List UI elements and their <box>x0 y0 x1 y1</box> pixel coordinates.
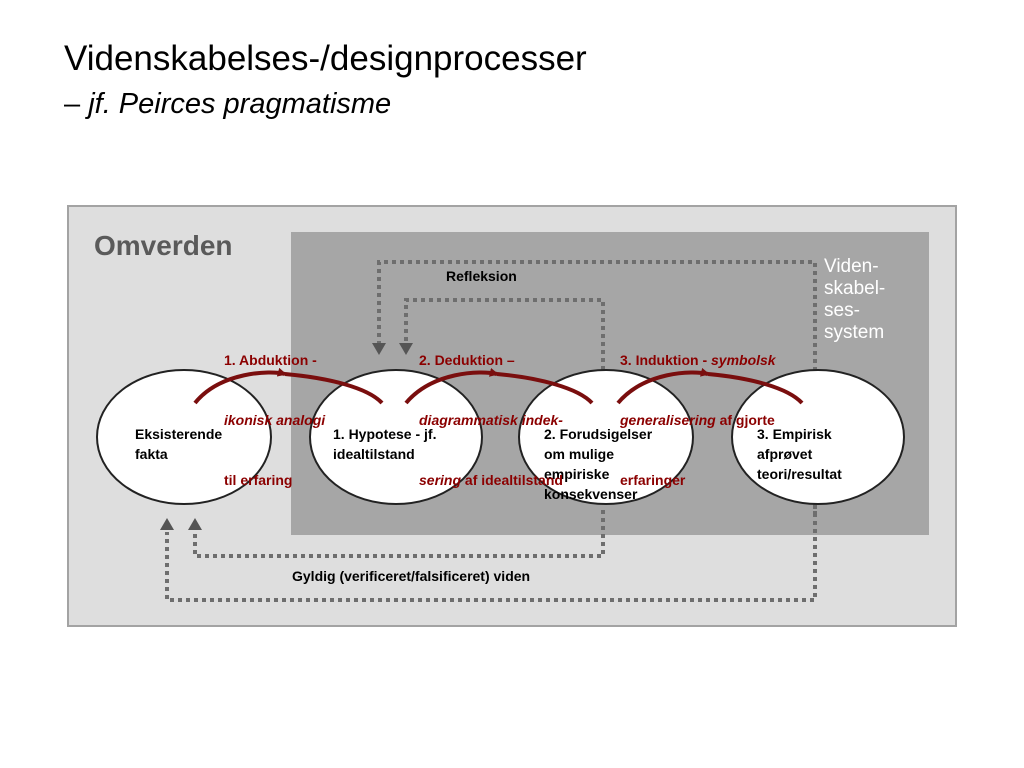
arrowhead-down-2 <box>399 343 413 355</box>
abduktion-arc-tail <box>284 372 384 405</box>
induktion-line-1-normal: 3. Induktion - <box>620 352 711 368</box>
node-hypotese-text: 1. Hypotese - jf. idealtilstand <box>333 426 437 462</box>
refleksion-label: Refleksion <box>446 268 517 284</box>
induktion-line-2-rest: af gjorte <box>715 412 775 428</box>
system-label: Viden- skabel- ses- system <box>824 256 886 343</box>
node-hypotese <box>309 369 483 505</box>
induktion-arc-tail <box>707 372 804 405</box>
slide-title: Videnskabelses-/designprocesser <box>64 39 587 78</box>
deduktion-label: 2. Deduktion – diagrammatisk indek- seri… <box>419 310 563 510</box>
slide-subtitle: – jf. Peirces pragmatisme <box>64 86 391 122</box>
omverden-label: Omverden <box>94 230 233 261</box>
gyldig-inner-path <box>193 510 605 558</box>
refleksion-outer-path <box>377 260 817 515</box>
node-empirisk-text: 3. Empirisk afprøvet teori/resultat <box>757 426 842 482</box>
subtitle-italic: jf. Peirces pragmatisme <box>88 88 392 120</box>
deduktion-line-3-italic: sering <box>419 472 462 488</box>
gyldig-label: Gyldig (verificeret/falsificeret) viden <box>292 568 531 584</box>
abduktion-line-1: 1. Abduktion - <box>224 352 317 368</box>
gyldig-outer-path <box>165 505 817 602</box>
arrowhead-down-1 <box>372 343 386 355</box>
arrowhead-up-1 <box>160 518 174 530</box>
feedback-arrowheads <box>160 343 413 530</box>
refleksion-inner-path <box>404 298 605 370</box>
deduktion-line-1: 2. Deduktion – <box>419 352 515 368</box>
induktion-line-3: erfaringer <box>620 472 686 488</box>
deduktion-line-2-italic: diagrammatisk indek- <box>419 412 563 428</box>
abduktion-label: 1. Abduktion - ikonisk analogi til erfar… <box>224 310 325 510</box>
abduktion-line-2: ikonisk analogi <box>224 410 325 430</box>
node-forudsigelser <box>518 369 694 505</box>
abduktion-line-2-italic: ikonisk analogi <box>224 412 326 428</box>
deduktion-arc-tail <box>496 372 594 405</box>
induktion-line-2: generalisering af gjorte <box>620 410 776 430</box>
process-arcs <box>193 367 804 405</box>
subtitle-dash: – <box>64 88 89 120</box>
node-empirisk <box>731 369 905 505</box>
node-eksisterende-fakta <box>96 369 272 505</box>
induktion-line-1-italic: symbolsk <box>711 352 776 368</box>
induktion-line-1: 3. Induktion - symbolsk <box>620 350 776 370</box>
node-forudsigelser-text: 2. Forudsigelser om mulige empiriske kon… <box>544 426 653 502</box>
deduktion-line-2: diagrammatisk indek- <box>419 410 563 430</box>
induktion-label: 3. Induktion - symbolsk generalisering a… <box>620 310 776 510</box>
abduktion-line-3: til erfaring <box>224 472 293 488</box>
arrowhead-up-2 <box>188 518 202 530</box>
deduktion-line-3: sering af idealtilstand <box>419 470 563 490</box>
induktion-arc <box>616 367 710 405</box>
feedback-paths <box>165 260 817 602</box>
nodes <box>96 369 905 505</box>
deduktion-arc <box>404 367 499 405</box>
node-eksisterende-fakta-text: Eksisterende fakta <box>135 426 223 462</box>
abduktion-arc <box>193 367 287 405</box>
deduktion-line-3-rest: af idealtilstand <box>461 472 563 488</box>
induktion-line-2-italic: generalisering <box>620 412 716 428</box>
